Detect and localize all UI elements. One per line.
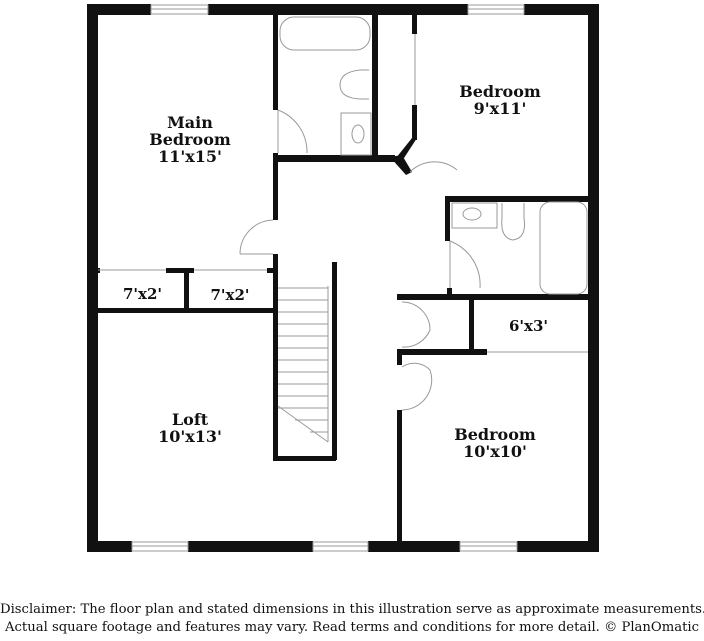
- fixtures: [277, 16, 588, 443]
- toilet-icon: [501, 203, 525, 241]
- bathtub-icon: [279, 16, 371, 51]
- room-dimensions: 10'x10': [463, 441, 527, 461]
- room-label-main-bedroom: Main Bedroom 11'x15': [120, 113, 260, 166]
- room-name: Bedroom: [454, 425, 536, 444]
- room-dimensions: 10'x13': [158, 426, 222, 446]
- doors: [98, 34, 588, 411]
- room-label-loft: Loft 10'x13': [130, 410, 250, 446]
- toilet-icon: [339, 69, 369, 100]
- stairs-icon: [277, 286, 329, 443]
- closet-label-2: 7'x2': [210, 286, 250, 304]
- closet-label-1: 7'x2': [122, 285, 162, 303]
- room-name: Bedroom: [149, 129, 231, 149]
- sink-icon: [451, 202, 498, 229]
- windows: [131, 4, 525, 552]
- walls: [87, 4, 599, 552]
- disclaimer: Disclaimer: The floor plan and stated di…: [0, 601, 704, 637]
- room-name: Bedroom: [459, 82, 541, 101]
- room-dimensions: 9'x11': [473, 98, 527, 118]
- room-name: Main: [167, 113, 213, 132]
- disclaimer-line-2: Actual square footage and features may v…: [5, 620, 699, 635]
- room-name: Loft: [171, 410, 209, 429]
- sink-icon: [340, 112, 372, 156]
- room-label-bedroom-1: Bedroom 9'x11': [440, 82, 560, 118]
- room-dimensions: 11'x15': [158, 146, 222, 166]
- closet-label-3: 6'x3': [508, 317, 548, 335]
- bathtub-icon: [539, 201, 588, 295]
- disclaimer-line-1: Disclaimer: The floor plan and stated di…: [0, 602, 704, 617]
- room-label-bedroom-2: Bedroom 10'x10': [430, 425, 560, 461]
